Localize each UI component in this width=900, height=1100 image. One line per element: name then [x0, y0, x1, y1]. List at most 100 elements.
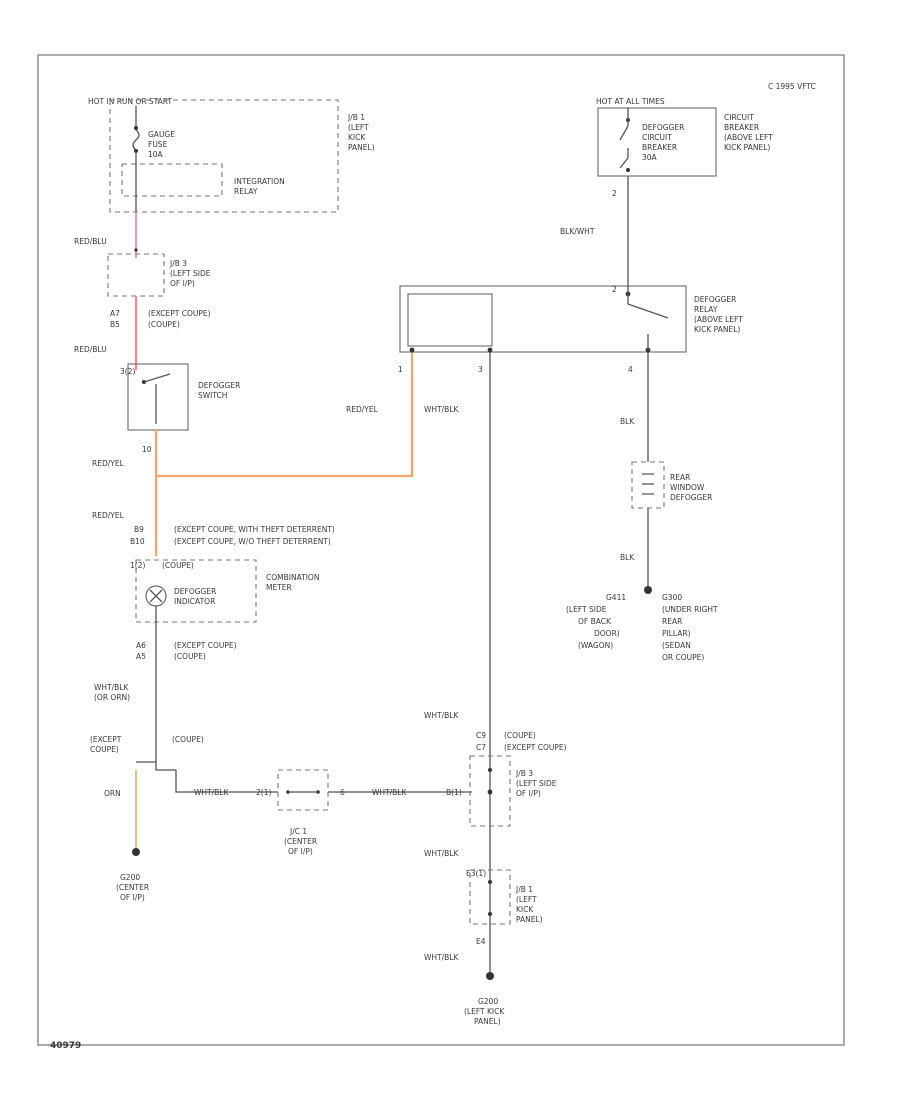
svg-text:COUPE): COUPE) [90, 745, 119, 754]
svg-text:SWITCH: SWITCH [198, 391, 227, 400]
svg-text:OR COUPE): OR COUPE) [662, 653, 704, 662]
svg-text:INTEGRATION: INTEGRATION [234, 177, 285, 186]
jb1-top-box [109, 99, 339, 213]
svg-text:(EXCEPT COUPE): (EXCEPT COUPE) [174, 641, 237, 650]
svg-text:J/B 3: J/B 3 [169, 259, 187, 268]
svg-text:OF I/P): OF I/P) [288, 847, 313, 856]
defogger-indicator-label: DEFOGGER INDICATOR [174, 587, 216, 606]
wire-label-blk-2: BLK [620, 553, 635, 562]
svg-text:KICK PANEL): KICK PANEL) [724, 143, 770, 152]
svg-text:C7: C7 [476, 743, 486, 752]
svg-text:(EXCEPT COUPE): (EXCEPT COUPE) [504, 743, 567, 752]
wire-label-blk-1: BLK [620, 417, 635, 426]
wire-label-wht-blk-b: WHT/BLK [372, 788, 407, 797]
svg-text:C9: C9 [476, 731, 486, 740]
svg-text:GAUGE: GAUGE [148, 130, 175, 139]
svg-text:B5: B5 [110, 320, 120, 329]
ground-left-label: G200 (CENTER OF I/P) [116, 873, 149, 902]
combination-meter-box [135, 559, 257, 623]
svg-text:(CENTER: (CENTER [284, 837, 317, 846]
pin-e3: E3(1) [466, 869, 486, 878]
svg-text:DEFOGGER: DEFOGGER [694, 295, 736, 304]
svg-text:B10: B10 [130, 537, 145, 546]
svg-text:(SEDAN: (SEDAN [662, 641, 691, 650]
svg-text:FUSE: FUSE [148, 140, 168, 149]
wire-label-wht-blk-d: WHT/BLK [424, 849, 459, 858]
svg-text:(ABOVE LEFT: (ABOVE LEFT [694, 315, 743, 324]
svg-text:RELAY: RELAY [694, 305, 718, 314]
wire-label-red-blu-1: RED/BLU [74, 237, 107, 246]
svg-text:DEFOGGER: DEFOGGER [174, 587, 216, 596]
rear-defogger-box [631, 461, 665, 509]
combination-meter-label: COMBINATION METER [266, 573, 319, 592]
wire-label-orn: ORN [104, 789, 121, 798]
jb3-top-label: J/B 3 (LEFT SIDE OF I/P) [169, 259, 211, 288]
svg-text:G200: G200 [120, 873, 140, 882]
ground-g200-bottom [486, 972, 494, 980]
ground-right-b-label: G300 (UNDER RIGHT REAR PILLAR) (SEDAN OR… [662, 593, 718, 662]
svg-text:(LEFT SIDE: (LEFT SIDE [516, 779, 557, 788]
wire-label-wht-blk-c: WHT/BLK [424, 711, 459, 720]
svg-text:CIRCUIT: CIRCUIT [642, 133, 672, 142]
svg-text:(LEFT SIDE: (LEFT SIDE [566, 605, 607, 614]
svg-text:G300: G300 [662, 593, 682, 602]
copyright-label: C 1995 VFTC [768, 82, 816, 91]
svg-text:REAR: REAR [670, 473, 690, 482]
diagram-frame [37, 54, 845, 1046]
svg-text:(LEFT: (LEFT [516, 895, 537, 904]
svg-text:A7: A7 [110, 309, 120, 318]
svg-text:REAR: REAR [662, 617, 682, 626]
pin-relay-2: 2 [612, 285, 617, 294]
svg-text:G411: G411 [606, 593, 626, 602]
ground-g200-left [132, 848, 140, 856]
pins-c9-c7: C9 C7 (COUPE) (EXCEPT COUPE) [476, 731, 567, 752]
svg-text:PANEL): PANEL) [516, 915, 543, 924]
svg-text:PANEL): PANEL) [348, 143, 375, 152]
svg-text:(EXCEPT: (EXCEPT [90, 735, 122, 744]
svg-text:COMBINATION: COMBINATION [266, 573, 319, 582]
svg-text:PILLAR): PILLAR) [662, 629, 691, 638]
power-run-start-label: HOT IN RUN OR START [88, 97, 172, 106]
svg-text:(UNDER RIGHT: (UNDER RIGHT [662, 605, 718, 614]
wire-label-blk-wht: BLK/WHT [560, 227, 595, 236]
svg-text:(COUPE): (COUPE) [504, 731, 536, 740]
pin-relay-1: 1 [398, 365, 403, 374]
split-labels: (EXCEPT COUPE) (COUPE) [90, 735, 204, 754]
pin-meter-top: 1(2) [130, 561, 145, 570]
jb3-bottom-box [469, 755, 511, 827]
svg-text:DEFOGGER: DEFOGGER [670, 493, 712, 502]
pin-switch-top: 3(2) [120, 367, 135, 376]
wire-label-wht-blk-orn: WHT/BLK (OR ORN) [94, 683, 130, 702]
svg-text:(COUPE): (COUPE) [174, 652, 206, 661]
jc1-label: J/C 1 (CENTER OF I/P) [284, 827, 317, 856]
svg-text:(OR ORN): (OR ORN) [94, 693, 130, 702]
jc1-box [277, 769, 329, 811]
pin-switch-bottom: 10 [142, 445, 152, 454]
svg-text:DEFOGGER: DEFOGGER [198, 381, 240, 390]
defogger-relay-box [399, 285, 687, 353]
svg-text:(EXCEPT COUPE): (EXCEPT COUPE) [148, 309, 211, 318]
svg-text:OF I/P): OF I/P) [516, 789, 541, 798]
circuit-breaker-inner-label: DEFOGGER CIRCUIT BREAKER 30A [642, 123, 684, 162]
coupe-meter-note: (COUPE) [162, 561, 194, 570]
wire-label-red-yel-1: RED/YEL [92, 459, 125, 468]
pin-breaker-2: 2 [612, 189, 617, 198]
svg-text:(LEFT: (LEFT [348, 123, 369, 132]
wire-label-wht-blk-a: WHT/BLK [194, 788, 229, 797]
svg-text:(LEFT SIDE: (LEFT SIDE [170, 269, 211, 278]
integration-relay-label: INTEGRATION RELAY [234, 177, 285, 196]
defogger-switch-label: DEFOGGER SWITCH [198, 381, 240, 400]
svg-text:(WAGON): (WAGON) [578, 641, 613, 650]
wire-red-yel-to-relay [156, 350, 414, 478]
jb1-top-label: J/B 1 (LEFT KICK PANEL) [347, 113, 375, 152]
svg-text:PANEL): PANEL) [474, 1017, 501, 1026]
svg-text:DOOR): DOOR) [594, 629, 620, 638]
svg-text:G200: G200 [478, 997, 498, 1006]
svg-text:(ABOVE LEFT: (ABOVE LEFT [724, 133, 773, 142]
svg-text:OF I/P): OF I/P) [170, 279, 195, 288]
svg-text:30A: 30A [642, 153, 658, 162]
jb1-bottom-label: J/B 1 (LEFT KICK PANEL) [515, 885, 543, 924]
wire-label-wht-blk-e: WHT/BLK [424, 953, 459, 962]
svg-text:WINDOW: WINDOW [670, 483, 705, 492]
